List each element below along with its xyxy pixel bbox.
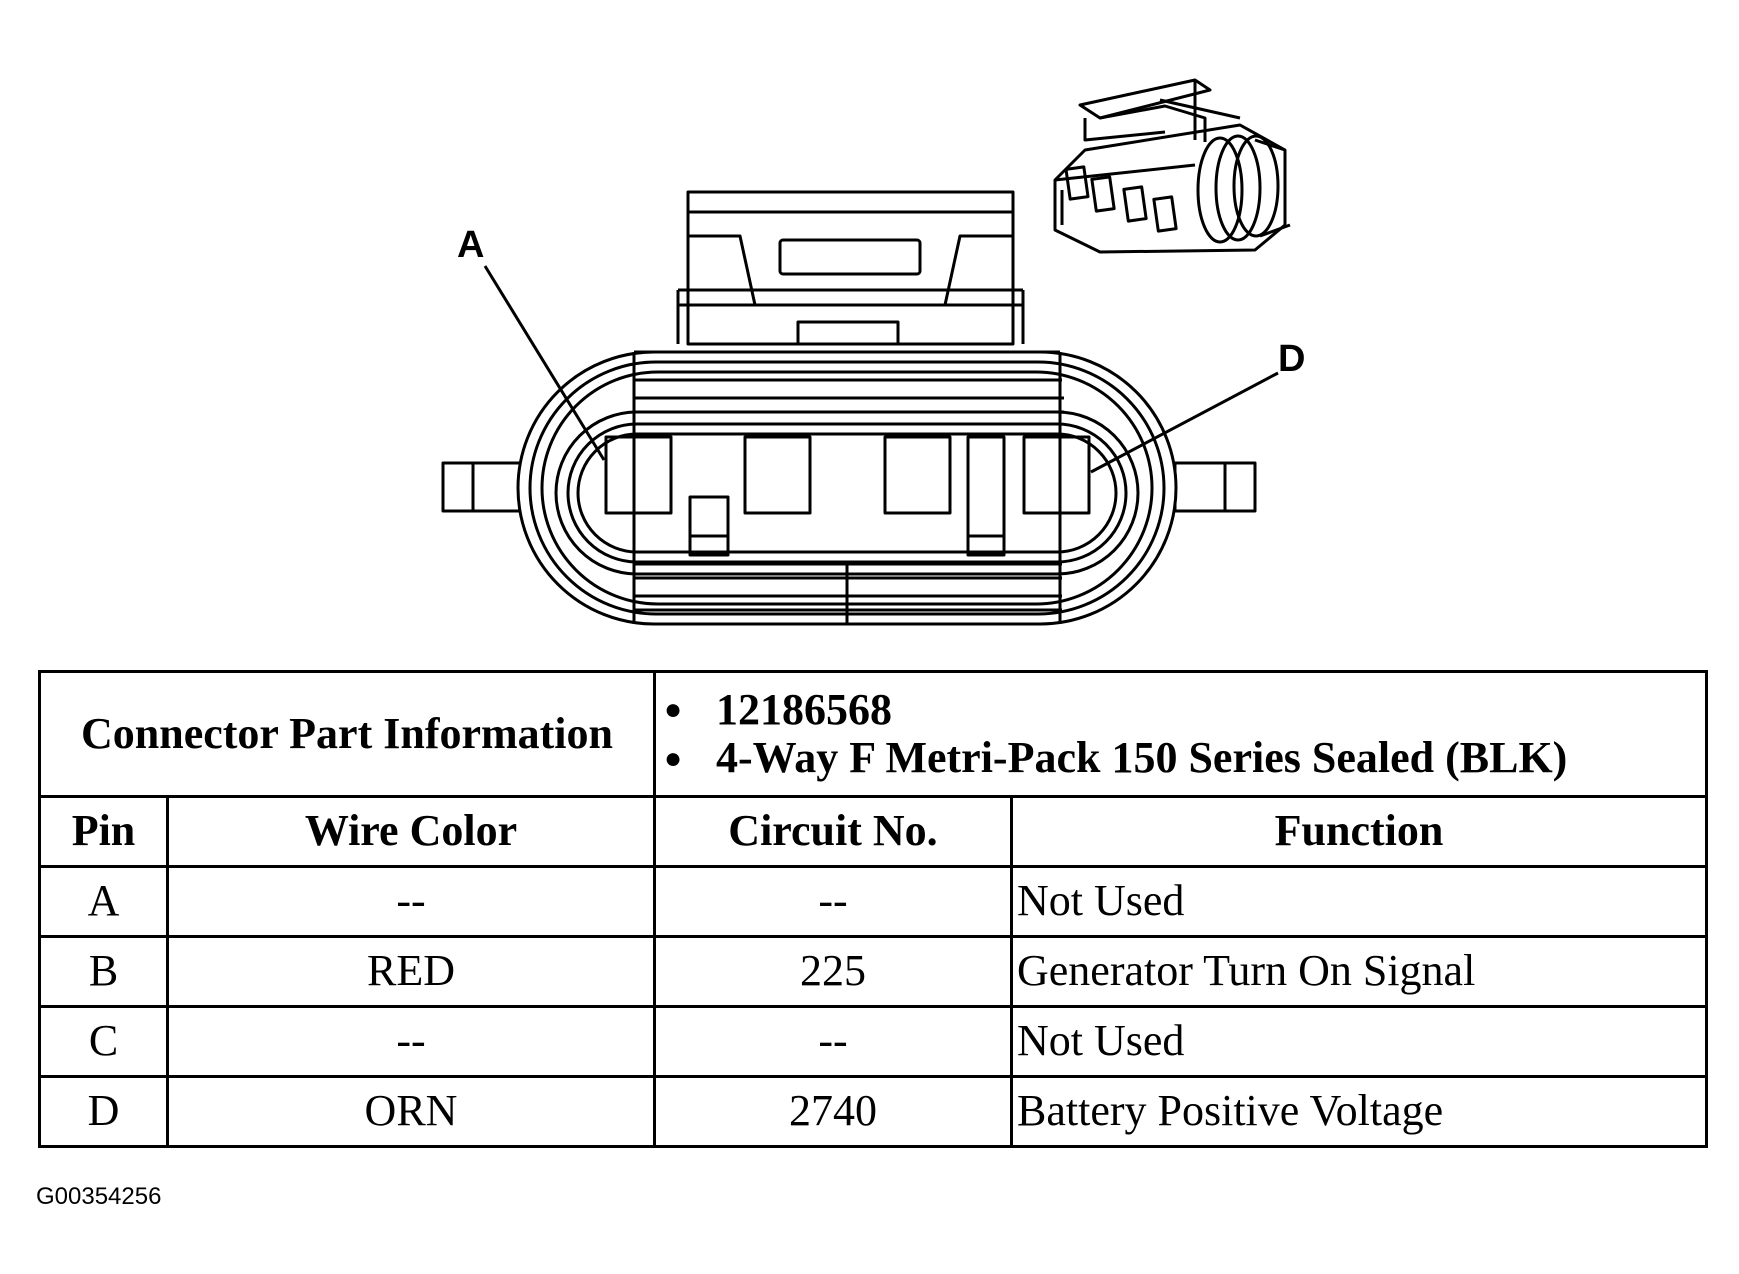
table-header-row: Pin Wire Color Circuit No. Function [38,795,1709,868]
connector-info-label: Connector Part Information [38,670,656,798]
connector-info-row: Connector Part Information ● 12186568 ● … [38,670,1709,798]
callout-a-leader [483,265,606,461]
header-pin: Pin [38,795,169,868]
circuit-no-cell: -- [653,865,1013,938]
header-wire-color: Wire Color [166,795,656,868]
connector-housing [516,350,1178,626]
wire-color-cell: -- [166,1005,656,1078]
pin-cell: C [38,1005,169,1078]
cavity-c [883,435,952,515]
connector-pinout-table: Connector Part Information ● 12186568 ● … [38,670,1709,1148]
connector-isometric-view [1053,78,1291,254]
function-cell: Not Used [1009,1005,1709,1078]
connector-description: 4-Way F Metri-Pack 150 Series Sealed (BL… [716,733,1568,782]
pin-cell: B [38,935,169,1008]
connector-info-values: ● 12186568 ● 4-Way F Metri-Pack 150 Seri… [652,670,1709,798]
wire-color-cell: RED [166,935,656,1008]
header-circuit-no: Circuit No. [653,795,1013,868]
pin-cell: A [38,865,169,938]
circuit-no-cell: -- [653,1005,1013,1078]
wire-color-cell: -- [166,865,656,938]
key-divider [966,435,1006,557]
connector-part-number: 12186568 [716,684,892,734]
header-function: Function [1009,795,1709,868]
cavity-a [604,435,673,515]
table-row: B RED 225 Generator Turn On Signal [38,935,1709,1008]
pin-cell: D [38,1075,169,1148]
connector-latch [676,190,1025,346]
wire-color-cell: ORN [166,1075,656,1148]
circuit-no-cell: 225 [653,935,1013,1008]
cavity-d [1022,435,1091,515]
table-row: A -- -- Not Used [38,865,1709,938]
function-cell: Generator Turn On Signal [1009,935,1709,1008]
function-cell: Battery Positive Voltage [1009,1075,1709,1148]
callout-label-d: D [1278,338,1306,380]
connector-face-diagram [441,78,1291,626]
table-row: D ORN 2740 Battery Positive Voltage [38,1075,1709,1148]
circuit-no-cell: 2740 [653,1075,1013,1148]
pin-cavities [604,435,1091,557]
callout-label-a: A [457,224,485,266]
table-row: C -- -- Not Used [38,1005,1709,1078]
cavity-b [743,435,812,515]
bullet-icon: ● [664,741,683,775]
key-bottom [688,495,730,557]
figure-id: G00354256 [36,1183,162,1210]
callout-d-leader [1090,371,1279,474]
bullet-icon: ● [664,693,683,727]
function-cell: Not Used [1009,865,1709,938]
